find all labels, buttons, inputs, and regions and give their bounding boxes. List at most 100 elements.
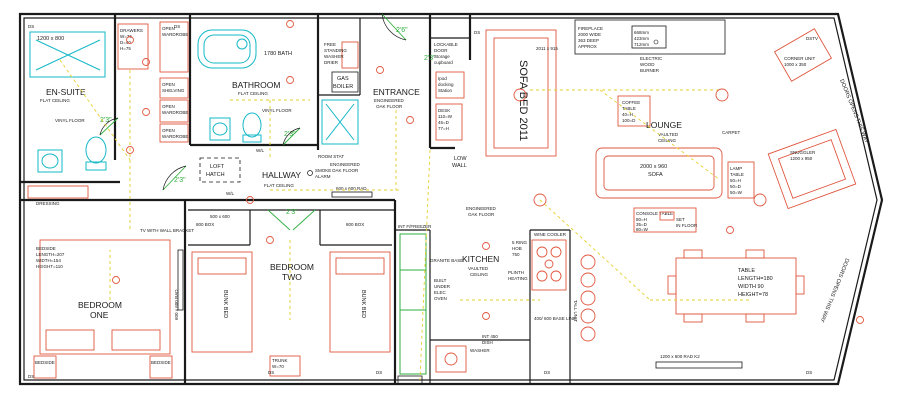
burner-icon [653, 39, 659, 45]
rad-k2 [655, 361, 743, 369]
ipod-1: Ipod [438, 76, 447, 81]
bath-door-dim: 2'3" [284, 131, 296, 138]
lamp-table [727, 161, 755, 199]
wardrobe-hang-1: OPEN [162, 26, 175, 31]
hob-2: HOB [512, 246, 522, 251]
bath-label: 1780 BATH [264, 51, 292, 57]
fp-dim-3: 712mm [634, 42, 649, 47]
en-suite-floor: VINYL FLOOR [55, 118, 85, 123]
snuggler [767, 128, 857, 210]
ds-5: DS [268, 370, 274, 375]
desk-3: 45=D [438, 120, 450, 125]
sink [435, 345, 467, 373]
bed1-radiator [177, 249, 184, 311]
fireplace [574, 19, 726, 55]
kitchen-title: KITCHEN [462, 254, 499, 264]
bedside-left-1: BEDSIDE [35, 360, 55, 365]
base-unit-3: 400/ 600 BASE LINE [534, 316, 576, 321]
open-wardrobe-1b: WARDROBE [162, 134, 188, 139]
hall-radiator [331, 191, 373, 198]
light-icon [715, 88, 729, 102]
ipod-3: Station [438, 88, 453, 93]
trunk-2: W=70 [272, 364, 284, 369]
open-wardrobe-1a: OPEN [162, 128, 175, 133]
hallway-floor-2: OAK FLOOR [332, 168, 359, 173]
light-icon [246, 196, 254, 204]
fireplace-4: APPROX [578, 44, 597, 49]
bathroom-title: BATHROOM [232, 80, 280, 90]
shower-size: 1200 x 800 [37, 36, 64, 42]
bath [197, 29, 257, 69]
dressing-table-label: DRESSING [36, 201, 60, 206]
dstv: DSTV [806, 36, 818, 41]
wardrobes-column: DRAWERS W=76 D=40 H=75 OPEN WARDROBE OPE… [117, 21, 189, 143]
burner-1: ELECTRIC [640, 56, 663, 61]
bed1-1: BEDSIDE [36, 246, 56, 251]
coffee-4: 100=D [622, 118, 636, 123]
entrance-door2-dim: 2'3" [424, 55, 436, 62]
sofa-bed [485, 29, 557, 157]
desk-2: 110=W [438, 114, 453, 119]
light-icon [482, 312, 490, 320]
tv-set-icon [659, 211, 675, 221]
entrance-door-dim: 2'6" [396, 27, 408, 34]
bathroom-shower [321, 99, 359, 145]
dining-3: WIDTH 90 [738, 284, 764, 290]
corner-1: CORNER UNIT [784, 56, 816, 61]
wardrobe-500: 500 x 600 [210, 214, 230, 219]
low-wall-1: LOW [454, 156, 467, 162]
coffee-1: COFFEE [622, 100, 640, 105]
coffee-2: TABLE [622, 106, 636, 111]
ds-7: DS [544, 370, 550, 375]
ds-2: DS [174, 24, 180, 29]
gas-boiler-label-1: GAS [337, 76, 349, 82]
box-1: 800 BOX [196, 222, 214, 227]
lockable-door-2: DOOR [434, 48, 448, 53]
kitchen-ceiling-2: CEILING [470, 272, 489, 277]
trunk [269, 355, 301, 377]
oven-4: OVEN [434, 296, 447, 301]
light-icon [142, 108, 150, 116]
ds-1: DS [28, 24, 34, 29]
corner-2: 1000 x 350 [784, 62, 807, 67]
doors-open-2: DOORS OPENS THIS WAY [818, 257, 849, 323]
fireplace-2: 2000 WIDE [578, 32, 601, 37]
open-wardrobe-2b: WARDROBE [162, 110, 188, 115]
dressing-table [27, 185, 89, 199]
gas-boiler [331, 71, 359, 93]
light-icon [533, 193, 547, 207]
entrance-floor-2: OAK FLOOR [376, 104, 403, 109]
bathroom: 1780 BATH BATHROOM FLAT CEILING VINYL FL… [197, 29, 359, 146]
gas-boiler-label-2: BOILER [333, 84, 353, 90]
dining-table [675, 257, 797, 315]
sofa-2000 [595, 147, 723, 199]
tall-unit: TALL UNIT [573, 300, 578, 322]
light-icon [482, 242, 490, 250]
kitchen-floor-1: ENGINEERED [466, 206, 497, 211]
bedside-left [33, 355, 57, 379]
ds-6: DS [376, 370, 382, 375]
wardrobe-hang-2: WARDROBE [162, 32, 188, 37]
ensuite-door-dim: 2'3" [100, 117, 112, 124]
dining: TABLE LENGTH=180 WIDTH 90 HEIGHT=78 1200… [655, 249, 805, 369]
kitchen: KITCHEN VAULTED CEILING ENGINEERED OAK F… [397, 206, 596, 385]
ds-markers: DS DS DS DS DS DS DS DS [28, 24, 812, 379]
light-icon [126, 36, 134, 44]
trunk-1: TRUNK [272, 358, 288, 363]
light-icon [142, 58, 150, 66]
lounge-title: LOUNGE [646, 120, 682, 130]
washer: WASHER [470, 348, 490, 353]
fireplace-1: FIREPLACE [578, 26, 603, 31]
hallway-ceiling: FLAT CEILING [264, 183, 294, 188]
shower-tray [29, 31, 106, 78]
loft-hatch-2: HATCH [206, 172, 225, 178]
wl-1: W/L [226, 191, 234, 196]
open-wardrobe-1 [159, 123, 189, 143]
bedroom-one: BEDSIDE LENGTH=207 WIDTH=154 HEIGHT=110 … [33, 228, 194, 379]
bed2-title-2: TWO [282, 272, 302, 282]
drawers-h: H=75 [120, 46, 131, 51]
console-2: 80=H [636, 217, 647, 222]
free-standing-3: WASHER [324, 54, 344, 59]
sofa-2000-label: SOFA [648, 172, 663, 178]
